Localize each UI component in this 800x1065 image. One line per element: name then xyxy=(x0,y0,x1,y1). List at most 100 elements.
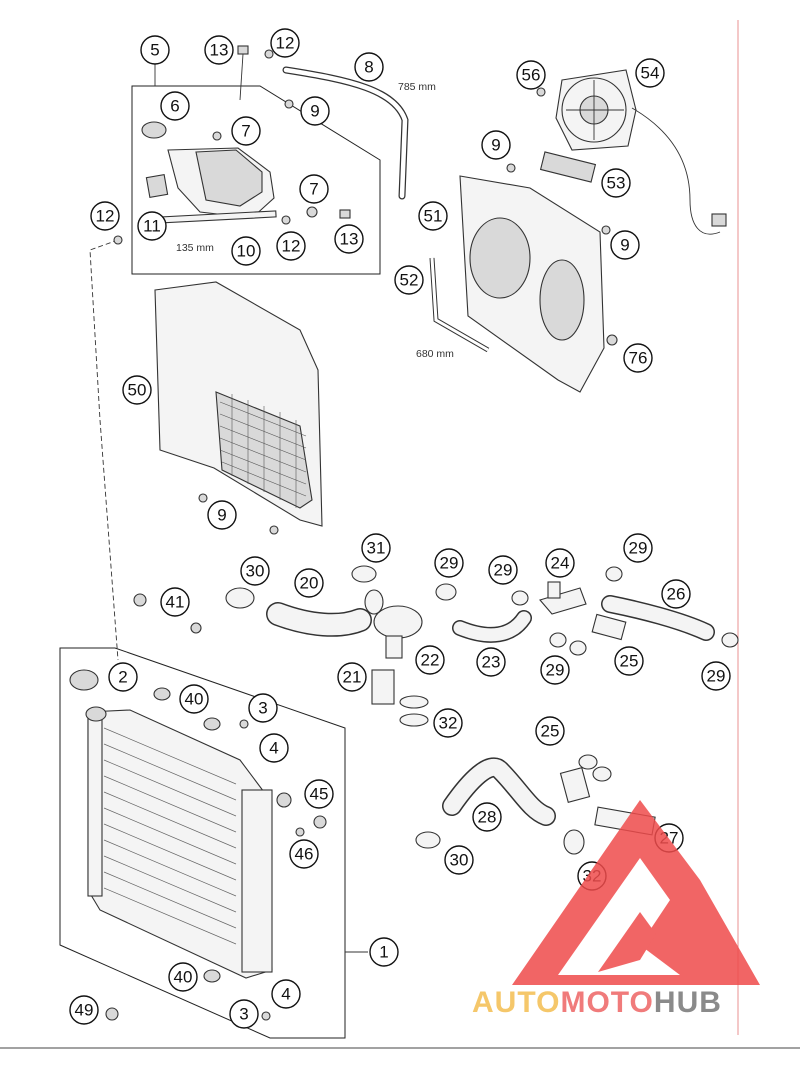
svg-text:12: 12 xyxy=(282,237,301,256)
part-callout-76: 76 xyxy=(623,343,653,373)
part-callout-20: 20 xyxy=(294,568,324,598)
expansion-tank-group xyxy=(89,45,381,661)
part-callout-30b: 30 xyxy=(444,845,474,875)
svg-text:30: 30 xyxy=(246,562,265,581)
part-callout-1: 1 xyxy=(369,937,399,967)
part-callout-45: 45 xyxy=(304,779,334,809)
part-callout-7a: 7 xyxy=(231,116,261,146)
svg-text:12: 12 xyxy=(96,207,115,226)
part-callout-29b: 29 xyxy=(488,555,518,585)
svg-text:6: 6 xyxy=(170,97,179,116)
svg-text:29: 29 xyxy=(629,539,648,558)
svg-text:46: 46 xyxy=(295,845,314,864)
part-callout-13a: 13 xyxy=(204,35,234,65)
svg-text:40: 40 xyxy=(174,968,193,987)
svg-text:28: 28 xyxy=(478,808,497,827)
part-callout-53: 53 xyxy=(601,168,631,198)
part-callout-4: 4 xyxy=(259,733,289,763)
part-callout-12a: 12 xyxy=(270,28,300,58)
svg-text:1: 1 xyxy=(379,943,388,962)
part-callout-25b: 25 xyxy=(535,716,565,746)
part-callout-2: 2 xyxy=(108,662,138,692)
part-callout-46: 46 xyxy=(289,839,319,869)
part-callout-28: 28 xyxy=(472,802,502,832)
radiator xyxy=(59,647,368,1039)
part-callout-7b: 7 xyxy=(299,174,329,204)
part-callout-30a: 30 xyxy=(240,556,270,586)
svg-text:25: 25 xyxy=(541,722,560,741)
svg-text:13: 13 xyxy=(340,230,359,249)
svg-text:7: 7 xyxy=(241,122,250,141)
svg-text:7: 7 xyxy=(309,180,318,199)
part-callout-29a: 29 xyxy=(434,548,464,578)
part-callout-4b: 4 xyxy=(271,979,301,1009)
svg-text:9: 9 xyxy=(310,102,319,121)
svg-text:29: 29 xyxy=(440,554,459,573)
part-callout-31: 31 xyxy=(361,533,391,563)
svg-text:3: 3 xyxy=(239,1005,248,1024)
svg-text:56: 56 xyxy=(522,66,541,85)
part-callout-56: 56 xyxy=(516,60,546,90)
part-callout-9a: 9 xyxy=(300,96,330,126)
svg-text:29: 29 xyxy=(546,661,565,680)
part-callout-12b: 12 xyxy=(276,231,306,261)
part-callout-54: 54 xyxy=(635,58,665,88)
part-callout-40b: 40 xyxy=(168,962,198,992)
svg-text:23: 23 xyxy=(482,653,501,672)
part-callout-52: 52 xyxy=(394,265,424,295)
svg-text:53: 53 xyxy=(607,174,626,193)
svg-text:30: 30 xyxy=(450,851,469,870)
svg-text:50: 50 xyxy=(128,381,147,400)
svg-text:41: 41 xyxy=(166,593,185,612)
svg-text:31: 31 xyxy=(367,539,386,558)
svg-text:24: 24 xyxy=(551,554,570,573)
svg-text:13: 13 xyxy=(210,41,229,60)
svg-text:22: 22 xyxy=(421,651,440,670)
part-callout-50: 50 xyxy=(122,375,152,405)
part-callout-3: 3 xyxy=(248,693,278,723)
part-callout-3b: 3 xyxy=(229,999,259,1029)
svg-text:3: 3 xyxy=(258,699,267,718)
part-callout-51: 51 xyxy=(418,201,448,231)
svg-text:51: 51 xyxy=(424,207,443,226)
svg-text:45: 45 xyxy=(310,785,329,804)
svg-text:4: 4 xyxy=(281,985,290,1004)
svg-text:40: 40 xyxy=(185,690,204,709)
watermark-text: AUTOMOTOHUB xyxy=(472,986,722,1019)
svg-text:10: 10 xyxy=(237,242,256,261)
radiator-spoiler xyxy=(154,281,323,535)
svg-text:21: 21 xyxy=(343,668,362,687)
part-callout-6: 6 xyxy=(160,91,190,121)
part-callout-29c: 29 xyxy=(623,533,653,563)
svg-text:4: 4 xyxy=(269,739,278,758)
svg-text:76: 76 xyxy=(629,349,648,368)
svg-text:20: 20 xyxy=(300,574,319,593)
part-callout-21: 21 xyxy=(337,662,367,692)
part-callout-9c: 9 xyxy=(610,230,640,260)
svg-text:9: 9 xyxy=(217,506,226,525)
part-callout-24: 24 xyxy=(545,548,575,578)
part-callout-9b: 9 xyxy=(481,130,511,160)
part-callout-23: 23 xyxy=(476,647,506,677)
part-callout-11: 11 xyxy=(137,211,167,241)
svg-text:9: 9 xyxy=(620,236,629,255)
svg-text:52: 52 xyxy=(400,271,419,290)
svg-text:26: 26 xyxy=(667,585,686,604)
svg-text:54: 54 xyxy=(641,64,660,83)
part-callout-26: 26 xyxy=(661,579,691,609)
svg-text:11: 11 xyxy=(143,217,161,236)
part-callout-9d: 9 xyxy=(207,500,237,530)
svg-text:9: 9 xyxy=(491,136,500,155)
part-callout-29d: 29 xyxy=(540,655,570,685)
part-callout-5: 5 xyxy=(140,35,170,65)
svg-text:25: 25 xyxy=(620,652,639,671)
part-callout-13b: 13 xyxy=(334,224,364,254)
svg-text:49: 49 xyxy=(75,1001,94,1020)
svg-text:5: 5 xyxy=(150,41,159,60)
part-callout-41: 41 xyxy=(160,587,190,617)
watermark-logo xyxy=(512,800,760,985)
svg-text:32: 32 xyxy=(439,714,458,733)
part-callout-10: 10 xyxy=(231,236,261,266)
part-callout-8: 8 xyxy=(354,52,384,82)
